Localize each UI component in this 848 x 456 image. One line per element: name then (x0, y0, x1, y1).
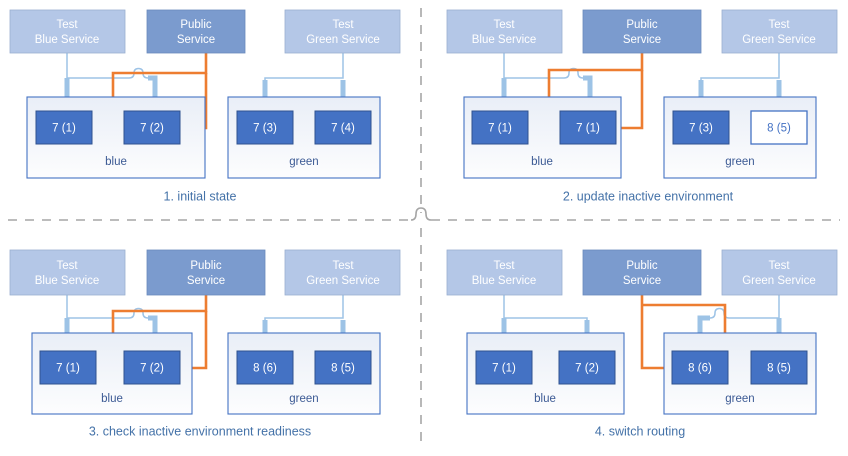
panel-4-instance-2 (671, 350, 729, 385)
panel-2-test-blue-service-line2: Blue Service (472, 34, 537, 46)
panel-3-test-blue-service-line1: Test (56, 260, 78, 272)
panel-3-instance-2-label: 8 (6) (253, 363, 277, 375)
panel-1-instance-1 (123, 110, 181, 145)
panel-2-test-blue-connector (501, 53, 599, 112)
panel-4-public-service (582, 249, 702, 296)
panel-3-instance-0-label: 7 (1) (56, 363, 80, 375)
panel-4-instance-1-label: 7 (2) (575, 363, 599, 375)
panel-3-instance-2 (236, 350, 294, 385)
panel-2-instance-3-label: 8 (5) (767, 123, 791, 135)
panel-3-instance-3-label: 8 (5) (331, 363, 355, 375)
panel-2-test-green-service-line1: Test (768, 19, 790, 31)
panel-3-test-green-service (284, 249, 401, 296)
panel-3-public-service-line1: Public (190, 260, 222, 272)
panel-1-instance-0 (35, 110, 93, 145)
panel-1-test-green-service-line1: Test (332, 19, 354, 31)
panel-4-test-green-service-line1: Test (768, 260, 790, 272)
panel-1-public-service-line1: Public (180, 19, 212, 31)
panel-1-test-blue-service-line1: Test (56, 19, 78, 31)
panel-3-blue-env-label: blue (101, 393, 123, 405)
panel-3-instance-0 (39, 350, 97, 385)
panel-1-blue-env-label: blue (105, 156, 127, 168)
panel-4-test-blue-service-line2: Blue Service (472, 275, 537, 287)
panel-3-test-green-service-line1: Test (332, 260, 354, 272)
panel-1-public-service (146, 9, 246, 54)
panel-3-instance-3 (314, 350, 372, 385)
panel-4-test-green-service (721, 249, 838, 296)
panel-4-test-blue-service-line1: Test (493, 260, 515, 272)
panel-3-instance-1 (123, 350, 181, 385)
panel-1-instance-3-label: 7 (4) (331, 123, 355, 135)
panel-2-instance-0-label: 7 (1) (488, 123, 512, 135)
panel-4-instance-0 (475, 350, 533, 385)
divider-hop-arc (410, 207, 432, 221)
panel-1: blue green 7 (1) 7 (2) 7 (3) 7 (4) Test … (9, 9, 401, 203)
panel-1-instance-2-label: 7 (3) (253, 123, 277, 135)
panel-1-test-green-service (284, 9, 401, 54)
panel-2-public-service-line2: Service (623, 34, 661, 46)
panel-3-test-blue-service (9, 249, 126, 296)
panel-4-green-env-label: green (725, 393, 754, 405)
panel-2-public-service-line1: Public (626, 19, 658, 31)
panel-4-instance-3 (750, 350, 808, 385)
panel-1-instance-1-label: 7 (2) (140, 123, 164, 135)
panel-1-instance-2 (236, 110, 294, 145)
panel-3-green-env-label: green (289, 393, 318, 405)
panel-2-blue-env-label: blue (531, 156, 553, 168)
panel-2-test-green-service-line2: Green Service (742, 34, 816, 46)
panel-3-public-service (146, 249, 266, 296)
panel-4-instance-2-label: 8 (6) (688, 363, 712, 375)
panel-2-test-blue-service (446, 9, 563, 54)
panel-3-instance-1-label: 7 (2) (140, 363, 164, 375)
panel-3-test-blue-service-line2: Blue Service (35, 275, 100, 287)
panel-2-instance-3 (750, 110, 808, 145)
panel-1-public-service-line2: Service (177, 34, 215, 46)
panel-2: blue green 7 (1) 7 (1) 7 (3) 8 (5) Test … (446, 9, 838, 203)
panel-1-instance-0-label: 7 (1) (52, 123, 76, 135)
panel-1-test-green-service-line2: Green Service (306, 34, 380, 46)
panel-4-blue-env-label: blue (534, 393, 556, 405)
panel-3-public-service-line2: Service (187, 275, 225, 287)
panel-4-instance-1 (558, 350, 616, 385)
panel-4-instance-0-label: 7 (1) (492, 363, 516, 375)
panel-2-instance-2-label: 7 (3) (689, 123, 713, 135)
panel-3-test-green-service-line2: Green Service (306, 275, 380, 287)
panel-2-instance-1-label: 7 (1) (576, 123, 600, 135)
panel-1-caption: 1. initial state (164, 189, 237, 203)
panel-2-test-blue-service-line1: Test (493, 19, 515, 31)
panel-4-test-blue-service (446, 249, 563, 296)
panel-1-test-blue-service-line2: Blue Service (35, 34, 100, 46)
panel-4-test-green-service-line2: Green Service (742, 275, 816, 287)
panel-1-green-env-label: green (289, 156, 318, 168)
panel-4-caption: 4. switch routing (595, 424, 685, 438)
panel-4: blue green 7 (1) 7 (2) 8 (6) 8 (5) Test … (446, 249, 838, 438)
panel-2-instance-2 (672, 110, 730, 145)
panel-1-test-blue-service (9, 9, 126, 54)
panel-4-instance-3-label: 8 (5) (767, 363, 791, 375)
panel-dividers (8, 8, 840, 448)
panel-4-public-service-line1: Public (626, 260, 658, 272)
panel-2-public-service (582, 9, 702, 54)
panel-3-caption: 3. check inactive environment readiness (89, 424, 311, 438)
panel-1-instance-3 (314, 110, 372, 145)
panel-3: blue green 7 (1) 7 (2) 8 (6) 8 (5) Test … (9, 249, 401, 438)
panel-2-test-green-service (721, 9, 838, 54)
panel-2-instance-1 (559, 110, 617, 145)
panel-4-public-service-line2: Service (623, 275, 661, 287)
panel-2-green-env-label: green (725, 156, 754, 168)
panel-2-instance-0 (471, 110, 529, 145)
panel-2-caption: 2. update inactive environment (563, 189, 734, 203)
